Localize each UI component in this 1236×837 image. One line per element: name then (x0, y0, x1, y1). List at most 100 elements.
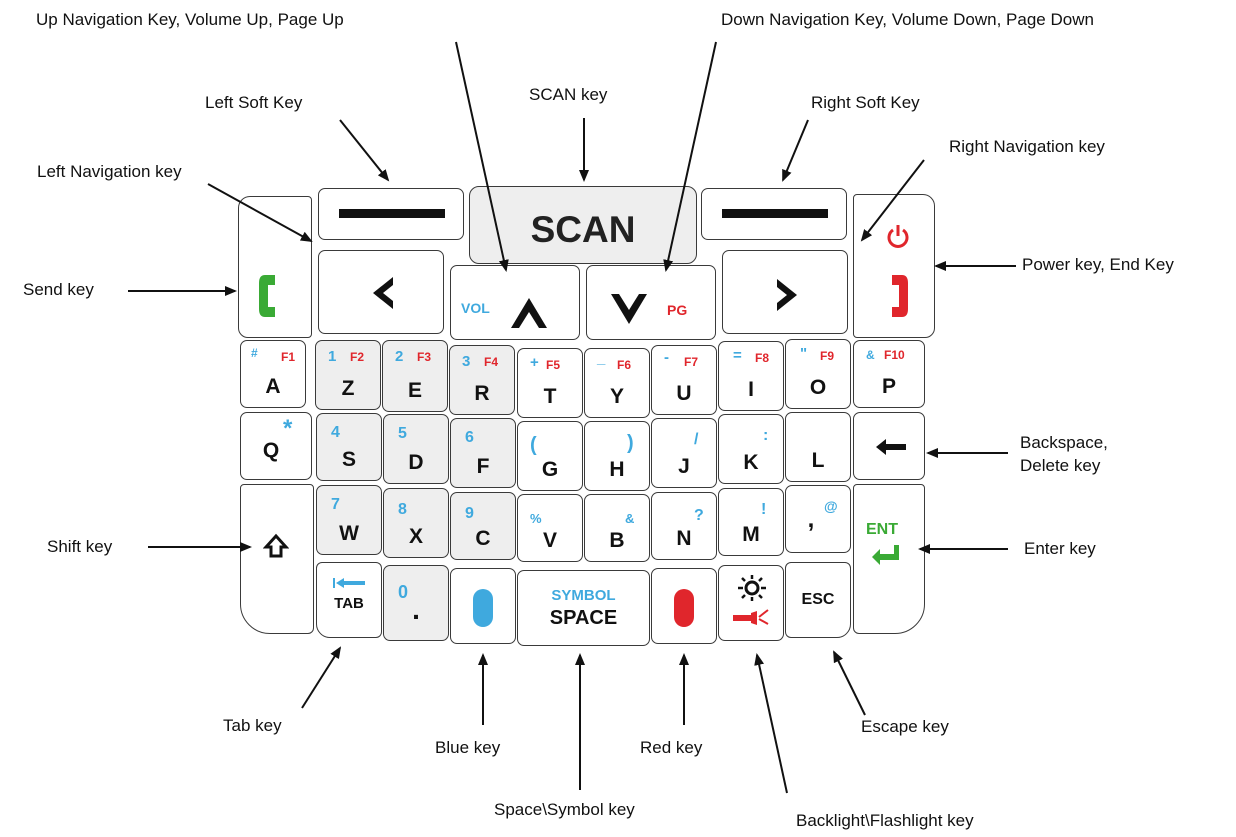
key-e-red: F3 (417, 350, 432, 364)
key-b-label: B (609, 529, 625, 552)
key-d-blue: 5 (398, 425, 407, 442)
key-g-blue: ( (530, 434, 537, 456)
pg-label: PG (667, 302, 688, 318)
key-q-blue: * (283, 415, 293, 442)
key-k-blue: : (763, 427, 769, 444)
callout-scan: SCAN key (529, 85, 608, 104)
tab-key: TAB (316, 562, 382, 638)
key-w-label: W (339, 522, 359, 545)
key-d-label: D (408, 451, 424, 474)
space-label: SPACE (549, 607, 618, 629)
shift-arrow-icon (263, 533, 289, 558)
key-b: & B (584, 494, 650, 562)
red-key (651, 568, 717, 644)
key-v-label: V (542, 529, 557, 552)
key-m-blue: ! (761, 501, 767, 518)
key-n-blue: ? (694, 507, 704, 524)
left-navigation-key (318, 250, 444, 334)
right-soft-key (701, 188, 847, 240)
key-z: 1 F2 Z (315, 340, 381, 410)
key-l: L (785, 412, 851, 482)
key-f-label: F (476, 455, 490, 478)
key-a: # F1 A (240, 340, 306, 408)
key-comma-label: , (807, 506, 815, 533)
key-m-label: M (742, 523, 760, 546)
key-f: 6 F (450, 418, 516, 488)
backspace-key (853, 412, 925, 480)
key-o-label: O (809, 376, 827, 399)
key-x: 8 X (383, 488, 449, 558)
key-q: Q * (240, 412, 312, 480)
key-j: / J (651, 418, 717, 488)
arrow-left-nav (207, 183, 313, 242)
key-d: 5 D (383, 414, 449, 484)
arrow-right-nav (860, 159, 925, 242)
key-c: 9 C (450, 492, 516, 560)
key-j-label: J (678, 455, 690, 478)
key-e-label: E (407, 379, 422, 402)
space-symbol-key: SYMBOL SPACE (517, 570, 650, 646)
key-t-label: T (543, 385, 557, 408)
callout-space-symbol: Space\Symbol key (494, 800, 635, 819)
up-arrow-icon (511, 298, 547, 328)
callout-backlight: Backlight\Flashlight key (796, 811, 974, 830)
enter-key: ENT (853, 484, 925, 634)
callout-power: Power key, End Key (1022, 255, 1174, 274)
ent-label: ENT (866, 521, 898, 538)
key-n-label: N (676, 527, 692, 550)
red-oval-icon (674, 589, 694, 627)
key-w: 7 W (316, 485, 382, 555)
power-icon (887, 225, 909, 248)
key-k-label: K (743, 451, 759, 474)
key-z-red: F2 (350, 350, 365, 364)
esc-label: ESC (801, 591, 835, 608)
phone-red-icon (892, 275, 908, 317)
callout-enter: Enter key (1024, 539, 1096, 558)
key-j-blue: / (694, 431, 699, 448)
key-q-label: Q (262, 439, 280, 462)
phone-green-icon (259, 275, 275, 317)
key-e-blue: 2 (395, 348, 404, 365)
key-v-blue: % (530, 511, 542, 526)
key-r-red: F4 (484, 355, 499, 369)
key-o: " F9 O (785, 339, 851, 409)
right-arrow-icon (777, 279, 797, 311)
callout-backspace-2: Delete key (1020, 456, 1101, 475)
key-z-label: Z (341, 377, 355, 400)
left-arrow-icon (373, 277, 393, 309)
escape-key: ESC (785, 562, 851, 638)
arrow-up-nav (455, 41, 509, 272)
key-u-label: U (676, 382, 692, 405)
key-y: _ F6 Y (584, 348, 650, 418)
callout-backspace-1: Backspace, (1020, 433, 1108, 452)
down-arrow-icon (611, 294, 647, 324)
key-v: % V (517, 494, 583, 562)
callout-blue: Blue key (435, 738, 501, 757)
key-i-blue: = (733, 347, 742, 364)
backlight-flashlight-key (718, 565, 784, 641)
key-h: ) H (584, 421, 650, 491)
key-u: - F7 U (651, 345, 717, 415)
key-b-blue: & (625, 511, 635, 526)
key-i-label: I (748, 378, 754, 401)
arrow-escape (833, 650, 866, 716)
key-y-red: F6 (617, 358, 632, 372)
callout-red: Red key (640, 738, 703, 757)
key-o-blue: " (800, 345, 808, 362)
right-navigation-key (722, 250, 848, 334)
key-p-blue: & (866, 348, 875, 362)
key-y-label: Y (609, 385, 624, 408)
backspace-arrow-icon (876, 439, 906, 455)
callout-right-soft: Right Soft Key (811, 93, 920, 112)
symbol-label: SYMBOL (551, 587, 616, 604)
key-c-label: C (475, 527, 491, 550)
key-h-blue: ) (627, 432, 634, 454)
key-period-blue: 0 (398, 582, 409, 602)
callout-send: Send key (23, 280, 94, 299)
key-a-blue: # (251, 346, 258, 360)
scan-key-label: SCAN (530, 209, 636, 250)
key-i: = F8 I (718, 341, 784, 411)
key-e: 2 F3 E (382, 340, 448, 412)
key-t-red: F5 (546, 358, 561, 372)
